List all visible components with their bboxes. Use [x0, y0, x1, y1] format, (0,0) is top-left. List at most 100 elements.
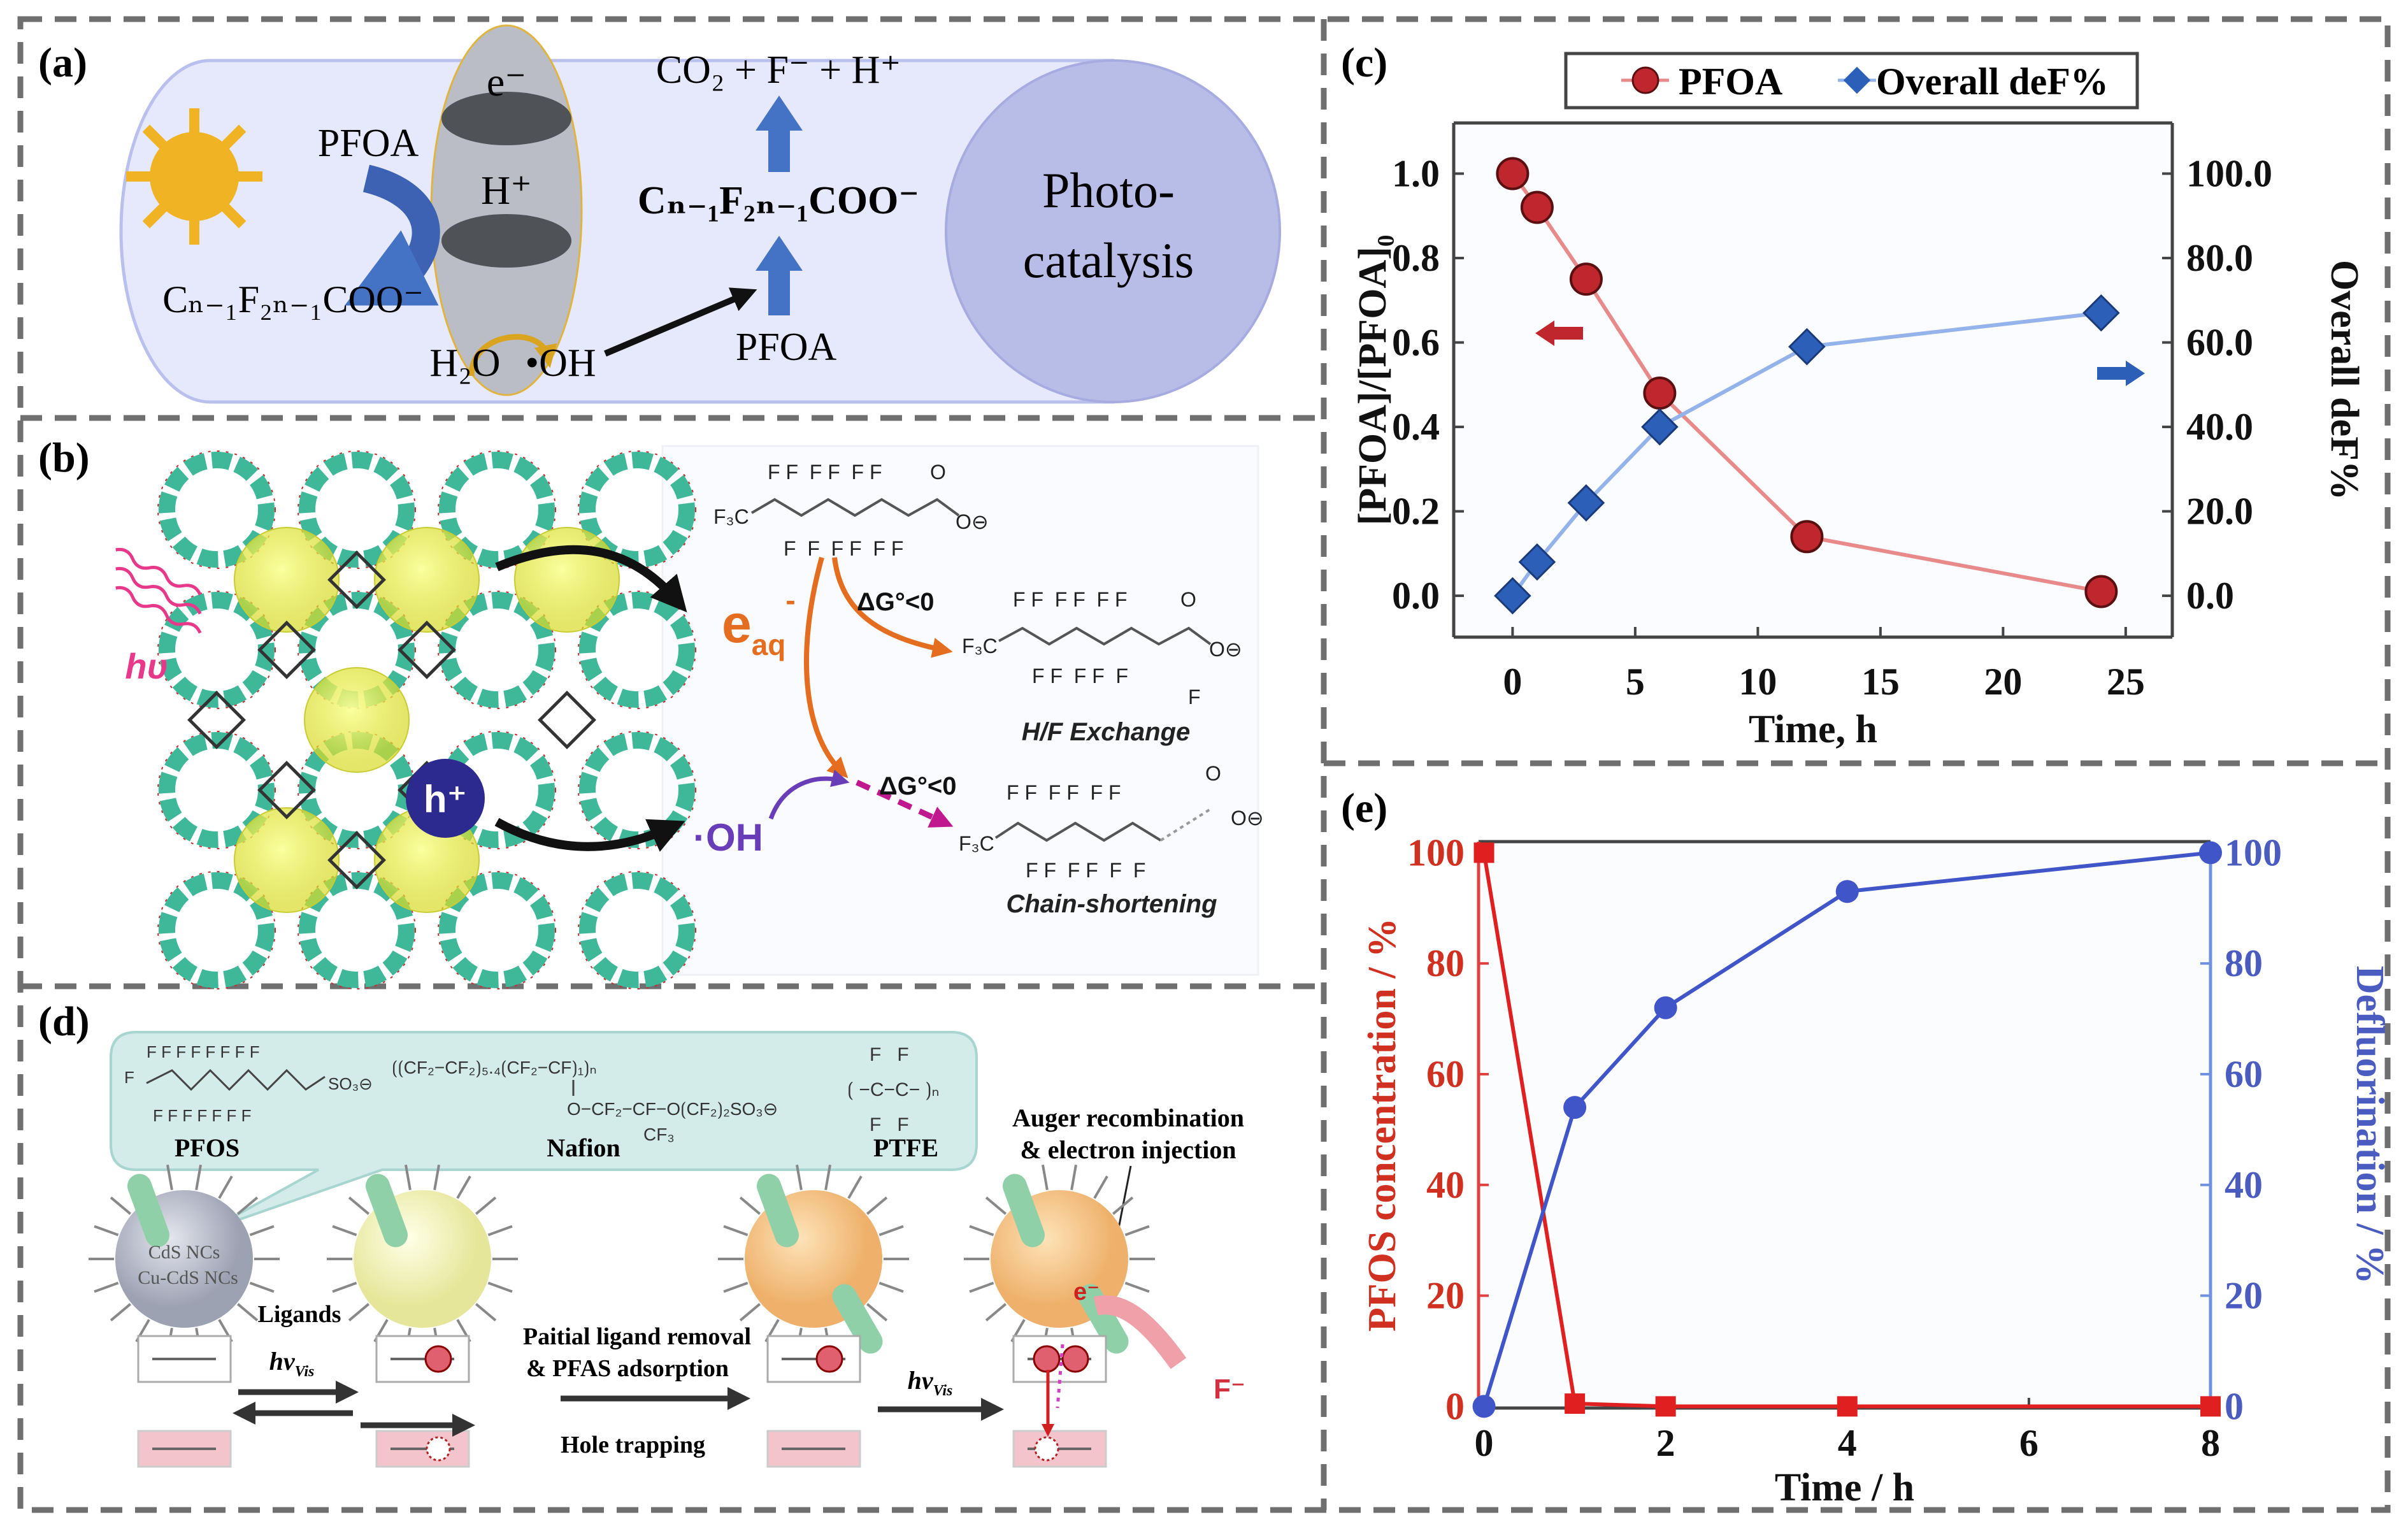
- left-axis-arrow-icon: [1535, 320, 1583, 346]
- ptfe-structure: F F ⟮ −C−C− ⟯ₙ F F: [847, 1044, 940, 1135]
- y2-tick-label: 60: [2225, 1053, 2263, 1095]
- ligand-strand: [847, 1175, 863, 1199]
- hydroxyl-label: •OH: [525, 341, 596, 385]
- ptfe-label: PTFE: [873, 1133, 938, 1162]
- pfoa-f3c: F₃C: [713, 505, 749, 528]
- auger-dotted-line: [1056, 1344, 1064, 1409]
- y2-tick-label: 100.0: [2186, 153, 2272, 195]
- data-point: [1654, 996, 1677, 1019]
- ligand-strand: [866, 1303, 888, 1321]
- ligand-strand: [195, 1164, 203, 1191]
- data-point: [1496, 157, 1530, 190]
- hydroxyl-attack-arrow: [604, 287, 757, 357]
- y-tick-label: 0: [1445, 1385, 1465, 1427]
- mof-linker: [157, 450, 276, 569]
- conduction-band: [441, 92, 571, 145]
- hf-extra-fluorine: F: [1188, 686, 1201, 708]
- mof-cage: [439, 452, 555, 568]
- reaction-scheme-area: [661, 445, 1259, 976]
- e-aq-sub: aq: [752, 628, 786, 661]
- chain-shortening-arrow: [804, 556, 849, 779]
- water-label: H₂O: [429, 341, 500, 385]
- ligand-strand: [166, 1164, 173, 1191]
- y2-axis-title: Overall deF%: [2323, 260, 2366, 500]
- ligand-strand: [456, 1175, 471, 1199]
- ligand-strand: [404, 1164, 412, 1191]
- pfos-bottom-fluorines: F F F F F F F: [153, 1106, 252, 1125]
- hf-bottom-fluorines: F F F F F: [1032, 665, 1128, 687]
- ligand-strand: [1124, 1281, 1150, 1293]
- hf-exchange-molecule: F₃C F F F F F F F F F F F F O O⊖ H/F Exc…: [962, 588, 1242, 746]
- electron-transfer-arrow: [495, 545, 687, 613]
- ptfe-bottom-fluorines: F F: [870, 1114, 909, 1135]
- x-tick-label: 5: [1626, 661, 1645, 703]
- mof-linker-node: [538, 691, 596, 749]
- data-point: [2084, 575, 2118, 608]
- light-label: hυ: [125, 646, 168, 686]
- mof-pore-sphere: [514, 527, 620, 633]
- ligand-strand: [969, 1281, 994, 1293]
- nafion-structure: ⟮⟮CF₂−CF₂⟯₅.₄⟮CF₂−CF⟯₁⟯ₙ O−CF₂−CF−O⟮CF₂⟯…: [392, 1058, 778, 1144]
- reduction-arrow: [344, 164, 440, 306]
- data-point: [1473, 842, 1494, 863]
- hole-dot: [426, 1436, 451, 1462]
- cucds-label: Cu-CdS NCs: [138, 1267, 238, 1288]
- pfoa-carbonyl-o: O: [930, 461, 946, 484]
- pfos-sulfonate: SO₃⊖: [328, 1074, 373, 1093]
- ligand-strand: [487, 1281, 513, 1293]
- panel-label-b: (b): [38, 435, 90, 481]
- panel-label-a: (a): [38, 40, 87, 86]
- electron-label-d: e⁻: [1073, 1279, 1100, 1305]
- ligand-strand: [1070, 1164, 1078, 1191]
- ligand-removal-label-1: Paitial ligand removal: [523, 1323, 751, 1350]
- up-arrow-bottom-head: [756, 236, 803, 271]
- y-axis-title: [PFOA]/[PFOA]₀: [1351, 235, 1394, 526]
- ligand-strand: [739, 1197, 761, 1215]
- hydroxyl-radical-label: ·OH: [693, 816, 763, 859]
- hv2-main: hν: [908, 1366, 934, 1395]
- nafion-label: Nafion: [547, 1133, 620, 1162]
- adsorbed-pfas-rod: [832, 1284, 883, 1354]
- nafion-side-chain: O−CF₂−CF−O⟮CF₂⟯₂SO₃⊖: [567, 1099, 778, 1119]
- e-aq-main: e: [722, 594, 752, 654]
- mineralization-products: CO₂ + F⁻ + H⁺: [656, 48, 901, 92]
- hole-transfer-arrow: [494, 817, 685, 852]
- chain-shortening-caption: Chain-shortening: [1006, 890, 1217, 918]
- hf-exchange-arrow: [832, 557, 953, 658]
- x-tick-label: 25: [2107, 661, 2145, 703]
- legend-label-def: Overall deF%: [1876, 61, 2109, 103]
- hole-trapping-label: Hole trapping: [561, 1432, 705, 1458]
- ligand-strand: [1124, 1225, 1150, 1237]
- pfoa-top-fluorines: F F F F F F: [768, 461, 882, 484]
- ligand-strand: [1041, 1164, 1049, 1191]
- cs-carbonyl-o: O: [1205, 762, 1221, 785]
- data-point: [2199, 841, 2222, 865]
- pfoa-carboxylate-o: O⊖: [956, 510, 989, 533]
- product-mid: Cₙ₋₁F₂ₙ₋₁COO⁻: [638, 179, 919, 222]
- mof-linker: [157, 591, 276, 709]
- ligand-strand: [249, 1225, 275, 1237]
- mof-linker: [438, 591, 556, 709]
- panel-d: (d) F F F F F F F F F F F F F F F F SO₃⊖…: [38, 998, 1245, 1468]
- y2-tick-label: 60.0: [2186, 322, 2253, 364]
- up-arrow-top-head: [756, 96, 803, 131]
- up-arrow-bottom: [768, 268, 790, 315]
- data-point: [1520, 190, 1554, 224]
- panel-borders: [17, 16, 2391, 1513]
- ligand-strand: [985, 1303, 1007, 1321]
- photocatalysis-title-2: catalysis: [1023, 233, 1194, 288]
- pfos-side-fluorine: F: [124, 1068, 134, 1087]
- data-point: [1655, 1396, 1676, 1417]
- hole-circle: [406, 759, 485, 838]
- ligand-strand: [969, 1225, 994, 1237]
- mof-cage: [579, 592, 695, 708]
- data-point: [1837, 1396, 1858, 1417]
- hv1-sub: Vis: [295, 1363, 315, 1380]
- legend-label-pfoa: PFOA: [1679, 61, 1782, 103]
- oxidation-arrow: [468, 334, 557, 377]
- data-point: [1472, 1395, 1496, 1418]
- mof-linker-node: [398, 621, 456, 679]
- fluoride-release-arrow: [1093, 1295, 1187, 1369]
- mof-cage: [159, 732, 275, 848]
